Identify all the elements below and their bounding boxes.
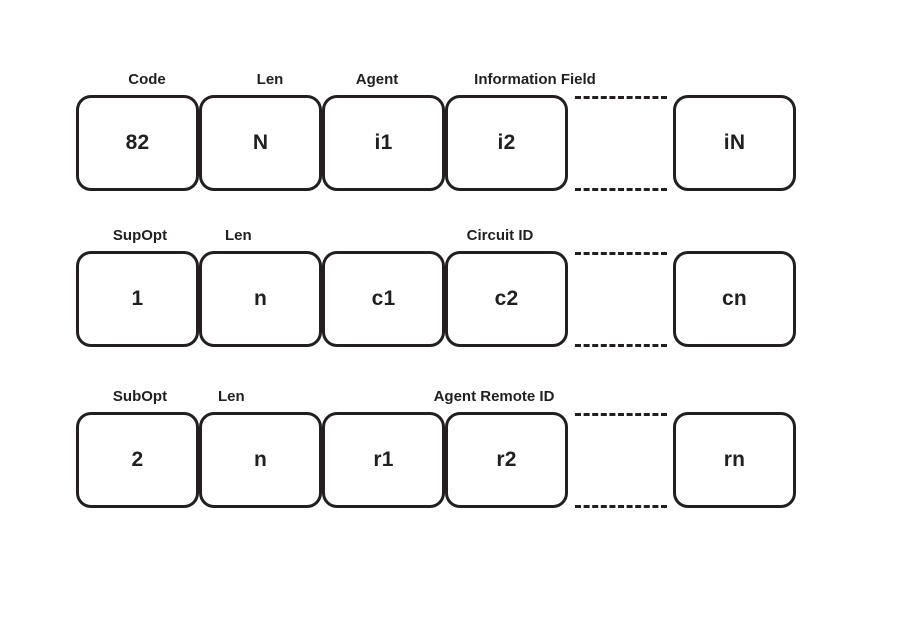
field-label-circuit-id: Circuit ID: [466, 227, 534, 244]
field-label-len: Len: [256, 71, 284, 88]
field-box-len: N: [199, 95, 322, 191]
ellipsis-dashed-line-bottom: [575, 344, 667, 347]
field-label-subopt: SubOpt: [112, 388, 168, 405]
ellipsis-dashed-line-bottom: [575, 188, 667, 191]
field-box-supopt: 1: [76, 251, 199, 347]
field-box-iN: iN: [673, 95, 796, 191]
field-label-len: Len: [218, 388, 245, 405]
ellipsis-dashed-line-top: [575, 252, 667, 255]
field-box-i2: i2: [445, 95, 568, 191]
field-label-code: Code: [128, 71, 166, 88]
field-label-agent-remote-id: Agent Remote ID: [433, 388, 555, 405]
ellipsis-dashed-line-bottom: [575, 505, 667, 508]
field-box-c1: c1: [322, 251, 445, 347]
field-box-cn: cn: [673, 251, 796, 347]
field-label-agent: Agent: [355, 71, 399, 88]
field-box-len: n: [199, 251, 322, 347]
field-box-subopt: 2: [76, 412, 199, 508]
field-label-information-field: Information Field: [474, 71, 596, 88]
field-box-code: 82: [76, 95, 199, 191]
field-box-r2: r2: [445, 412, 568, 508]
field-box-r1: r1: [322, 412, 445, 508]
field-box-i1: i1: [322, 95, 445, 191]
field-box-c2: c2: [445, 251, 568, 347]
field-box-len: n: [199, 412, 322, 508]
field-label-supopt: SupOpt: [112, 227, 168, 244]
field-box-rn: rn: [673, 412, 796, 508]
field-label-len: Len: [225, 227, 252, 244]
ellipsis-dashed-line-top: [575, 413, 667, 416]
ellipsis-dashed-line-top: [575, 96, 667, 99]
